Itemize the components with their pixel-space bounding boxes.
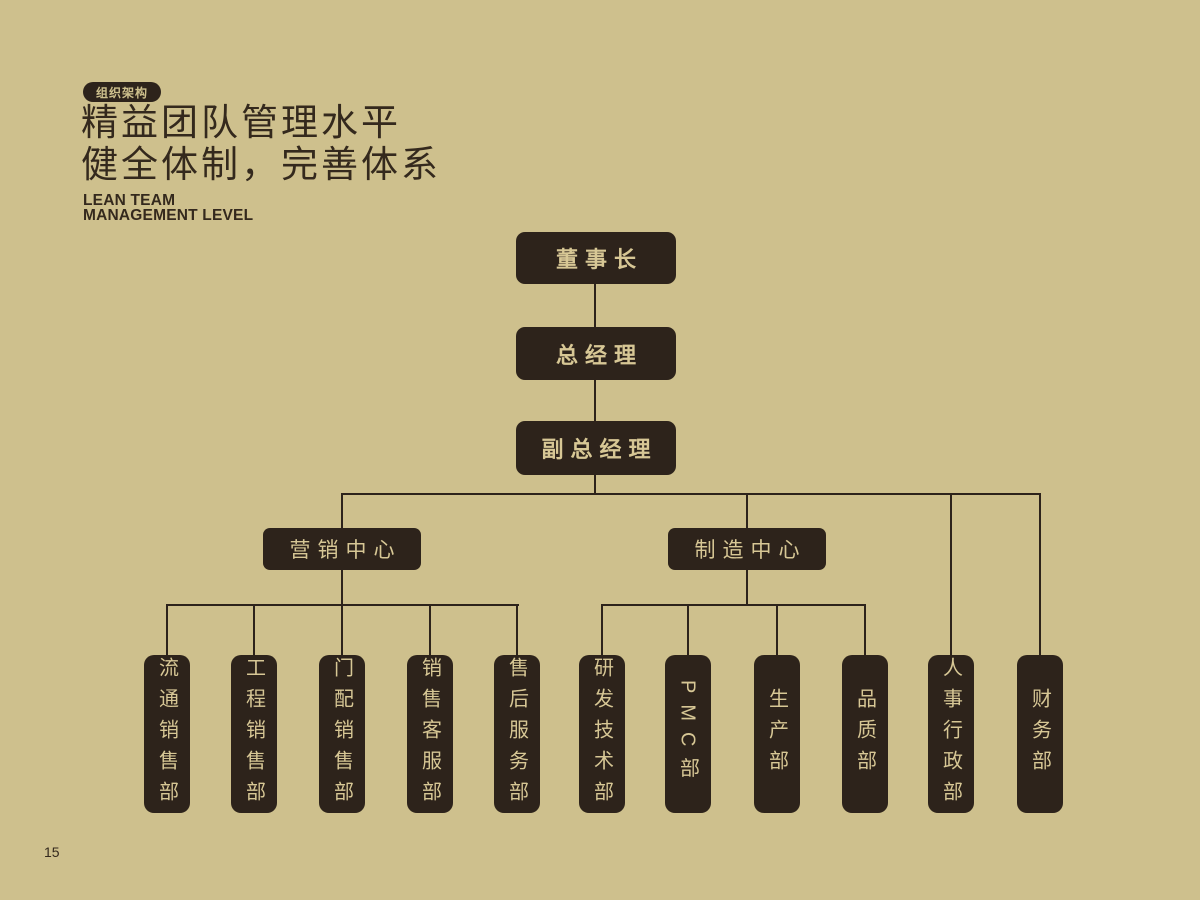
page-title: 精益团队管理水平 健全体制，完善体系 xyxy=(81,102,441,186)
connector-line xyxy=(341,495,343,528)
node-dept-quality: 品质部 xyxy=(842,655,888,813)
node-dept-door-fitting-sales: 门配销售部 xyxy=(319,655,365,813)
connector-line xyxy=(950,495,952,655)
connector-line xyxy=(746,570,748,604)
node-dept-production: 生产部 xyxy=(754,655,800,813)
connector-line xyxy=(746,495,748,528)
page-subtitle-line1: LEAN TEAM xyxy=(83,192,176,209)
connector-line xyxy=(429,606,431,655)
page-number: 15 xyxy=(44,844,60,860)
node-marketing-center: 营销中心 xyxy=(263,528,421,570)
connector-line xyxy=(594,380,596,421)
connector-line xyxy=(253,606,255,655)
node-chairman: 董事长 xyxy=(516,232,676,284)
node-dept-engineering-sales: 工程销售部 xyxy=(231,655,277,813)
connector-line xyxy=(166,604,519,606)
node-dept-finance: 财务部 xyxy=(1017,655,1063,813)
connector-line xyxy=(776,606,778,655)
connector-line xyxy=(601,604,866,606)
connector-line xyxy=(516,606,518,655)
page-subtitle: LEAN TEAM MANAGEMENT LEVEL xyxy=(83,192,254,224)
node-dept-circulation-sales: 流通销售部 xyxy=(144,655,190,813)
page-subtitle-line2: MANAGEMENT LEVEL xyxy=(83,207,254,224)
node-deputy-general-manager: 副总经理 xyxy=(516,421,676,475)
page-title-line2: 健全体制，完善体系 xyxy=(81,144,441,185)
connector-line xyxy=(341,493,1041,495)
node-dept-hr-admin: 人事行政部 xyxy=(928,655,974,813)
node-dept-pmc: PMC部 xyxy=(665,655,711,813)
connector-line xyxy=(166,606,168,655)
connector-line xyxy=(864,606,866,655)
connector-line xyxy=(594,475,596,493)
connector-line xyxy=(341,570,343,604)
node-dept-sales-customer-service: 销售客服部 xyxy=(407,655,453,813)
node-dept-rd-technology: 研发技术部 xyxy=(579,655,625,813)
section-badge: 组织架构 xyxy=(83,82,161,102)
page-title-line1: 精益团队管理水平 xyxy=(81,102,401,143)
connector-line xyxy=(601,606,603,655)
connector-line xyxy=(1039,495,1041,655)
connector-line xyxy=(687,606,689,655)
node-manufacturing-center: 制造中心 xyxy=(668,528,826,570)
node-general-manager: 总经理 xyxy=(516,327,676,380)
connector-line xyxy=(594,284,596,327)
connector-line xyxy=(341,606,343,655)
node-dept-after-sales-service: 售后服务部 xyxy=(494,655,540,813)
